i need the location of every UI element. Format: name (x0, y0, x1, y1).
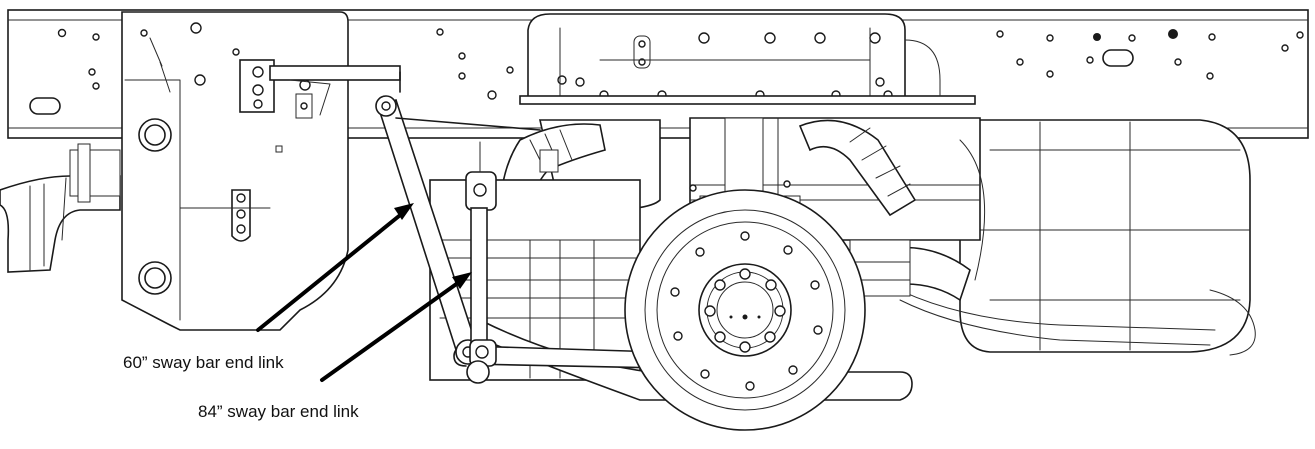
frame-slot-left (29, 97, 61, 115)
frame-slot-right (1102, 49, 1134, 67)
spring-hanger-bracket (121, 11, 349, 331)
callout-arrow-84 (320, 272, 472, 382)
leveling-valve (149, 37, 401, 119)
rear-tank-assembly (879, 119, 1256, 356)
left-hose (0, 143, 121, 273)
crossmember-bracket (519, 13, 976, 105)
end-link-84 (465, 141, 497, 384)
frame-rivets (57, 28, 1304, 100)
callout-label-84: 84” sway bar end link (198, 402, 359, 421)
wheel (624, 189, 866, 431)
callout-arrow-60 (256, 203, 414, 332)
callout-label-60: 60” sway bar end link (123, 353, 284, 372)
